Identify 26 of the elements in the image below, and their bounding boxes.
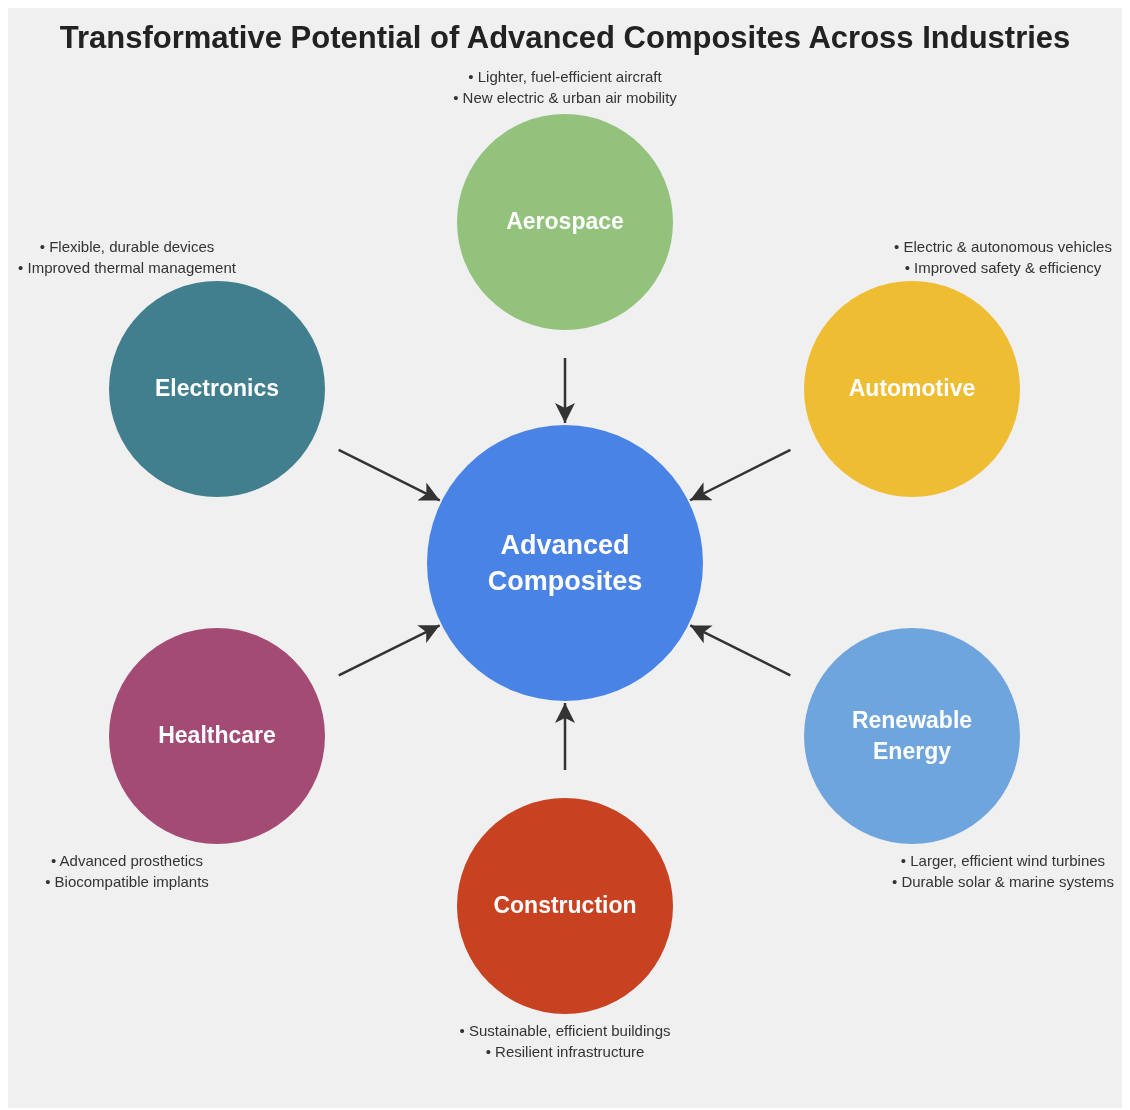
circle-label: Aerospace — [506, 207, 624, 237]
bullet-note: • Lighter, fuel-efficient aircraft — [468, 67, 662, 87]
arrow — [555, 358, 575, 423]
diagram-title: Transformative Potential of Advanced Composites Across Industries — [58, 20, 1072, 56]
bullet-note: • Flexible, durable devices — [39, 237, 215, 257]
bullet-note: • New electric & urban air mobility — [453, 88, 677, 108]
bullet-note: • Biocompatible implants — [45, 872, 209, 892]
circle-label: Renewable Energy — [850, 705, 974, 766]
arrow — [555, 703, 575, 770]
bullet-note: • Resilient infrastructure — [485, 1042, 645, 1062]
circle-label: Automotive — [848, 374, 976, 404]
arrow — [338, 624, 441, 677]
arrow — [689, 624, 791, 677]
circle-label: Construction — [493, 891, 637, 921]
bullet-note: • Improved safety & efficiency — [904, 258, 1102, 278]
bullet-note: • Advanced prosthetics — [51, 851, 203, 871]
arrow — [338, 448, 441, 502]
arrow — [689, 448, 791, 502]
circle-label: Advanced Composites — [486, 528, 644, 598]
bullet-note: • Improved thermal management — [18, 258, 236, 278]
bullet-note: • Electric & autonomous vehicles — [894, 237, 1112, 257]
bullet-note: • Larger, efficient wind turbines — [900, 851, 1106, 871]
circle-label: Electronics — [155, 374, 279, 404]
bullet-note: • Durable solar & marine systems — [892, 872, 1114, 892]
circle-label: Healthcare — [158, 721, 276, 751]
bullet-note: • Sustainable, efficient buildings — [459, 1021, 671, 1041]
